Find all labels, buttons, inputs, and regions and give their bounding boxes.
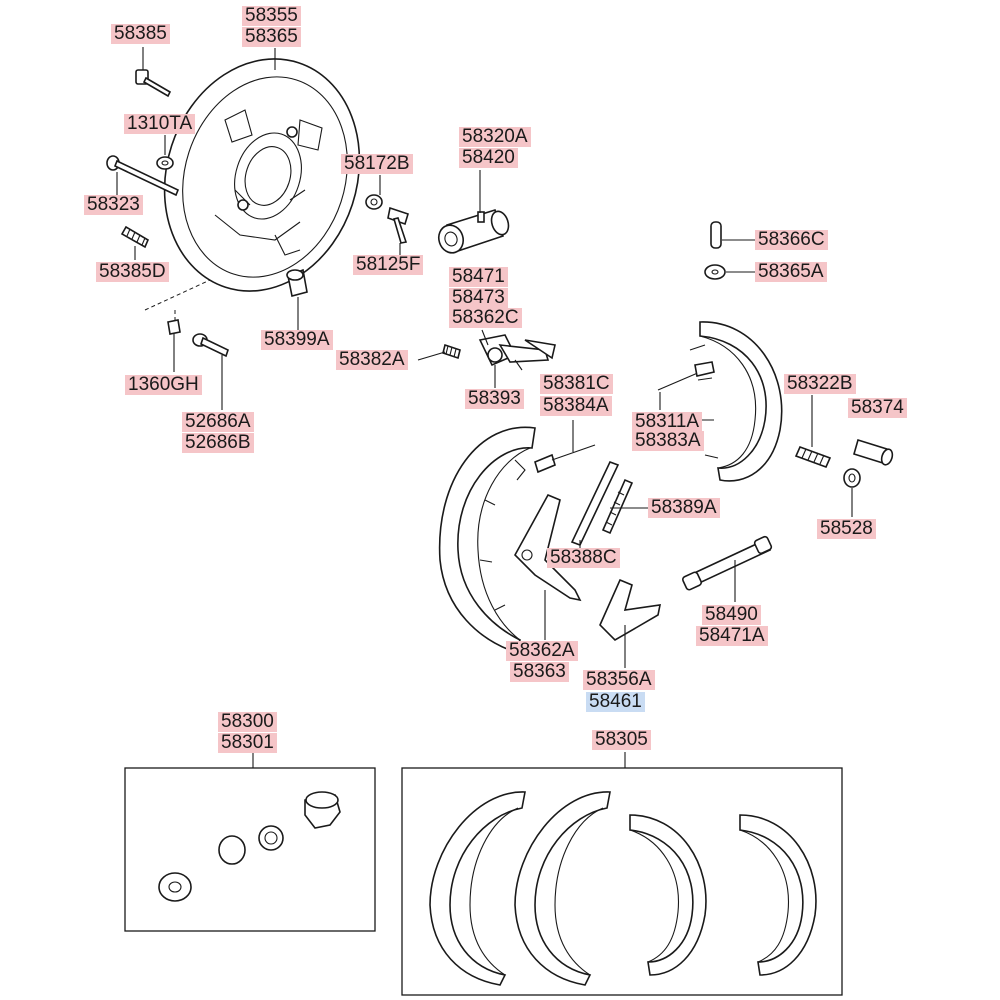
callout-52686A[interactable]: 52686A — [182, 412, 254, 432]
callout-58384A[interactable]: 58384A — [540, 396, 612, 416]
repair-kit-box — [124, 767, 376, 932]
callout-58362A[interactable]: 58362A — [506, 641, 578, 661]
callout-58300[interactable]: 58300 — [218, 712, 277, 732]
nut-1310TA — [156, 156, 174, 170]
callout-58363[interactable]: 58363 — [510, 662, 569, 682]
screw-1360GH — [167, 319, 181, 335]
shoe-kit-box — [401, 767, 843, 996]
callout-58356A[interactable]: 58356A — [583, 670, 655, 690]
grommet-58399A — [286, 268, 308, 297]
callout-58385D[interactable]: 58385D — [96, 262, 169, 282]
callout-58383A[interactable]: 58383A — [632, 431, 704, 451]
callout-58528[interactable]: 58528 — [817, 519, 876, 539]
callout-58172B[interactable]: 58172B — [341, 154, 413, 174]
spring-58322B — [794, 445, 832, 469]
callout-58320A[interactable]: 58320A — [459, 127, 531, 147]
backing-plate — [163, 58, 361, 292]
leader-lines — [116, 47, 853, 768]
callout-1310TA[interactable]: 1310TA — [124, 114, 196, 134]
callout-58471[interactable]: 58471 — [449, 267, 508, 287]
callout-58471A[interactable]: 58471A — [696, 626, 768, 646]
callout-58381C[interactable]: 58381C — [540, 374, 613, 394]
adjuster-58393 — [442, 334, 556, 371]
brake-shoe-left — [438, 426, 536, 654]
wheel-cylinder — [437, 208, 510, 254]
bolt-58172B — [365, 194, 383, 210]
callout-58305[interactable]: 58305 — [592, 730, 651, 750]
spring-58389A — [601, 478, 634, 535]
adjuster-58490 — [681, 535, 773, 591]
callout-58388C[interactable]: 58388C — [547, 548, 620, 568]
callout-58362C[interactable]: 58362C — [449, 308, 522, 328]
callout-58399A[interactable]: 58399A — [261, 330, 333, 350]
callout-58366C[interactable]: 58366C — [755, 230, 828, 250]
callout-58393[interactable]: 58393 — [465, 389, 524, 409]
parking-lever — [514, 493, 582, 602]
pin-58374 — [853, 438, 894, 466]
callout-58420[interactable]: 58420 — [459, 148, 518, 168]
callout-58311A[interactable]: 58311A — [632, 412, 703, 432]
callout-52686B[interactable]: 52686B — [182, 433, 254, 453]
callout-58374[interactable]: 58374 — [848, 398, 907, 418]
callout-58389A[interactable]: 58389A — [648, 498, 720, 518]
bolt-58385 — [135, 69, 172, 98]
callout-58365[interactable]: 58365 — [242, 27, 301, 47]
washer-58365A — [704, 264, 726, 280]
pin-58366C — [710, 221, 722, 249]
lever-58356A — [599, 578, 662, 642]
spring-58381C — [534, 444, 596, 474]
callout-58490[interactable]: 58490 — [702, 605, 761, 625]
callout-58385[interactable]: 58385 — [111, 24, 170, 44]
bolt-52686A — [192, 333, 229, 358]
spring-58311A — [657, 361, 715, 391]
brake-shoe-right — [689, 321, 783, 482]
strut-58388C — [570, 460, 620, 547]
callout-58125F[interactable]: 58125F — [353, 255, 424, 275]
callout-1360GH[interactable]: 1360GH — [125, 375, 202, 395]
spring-58385D — [120, 225, 150, 249]
bolt-58323 — [106, 155, 180, 197]
washer-58528 — [843, 468, 861, 488]
callout-58382A[interactable]: 58382A — [336, 350, 408, 370]
callout-58301[interactable]: 58301 — [218, 733, 277, 753]
callout-58473[interactable]: 58473 — [449, 288, 508, 308]
bolt-58125F — [387, 206, 409, 244]
callout-58323[interactable]: 58323 — [84, 195, 143, 215]
callout-58461[interactable]: 58461 — [586, 692, 645, 712]
callout-58355[interactable]: 58355 — [242, 6, 301, 26]
callout-58322B[interactable]: 58322B — [784, 374, 856, 394]
callout-58365A[interactable]: 58365A — [755, 262, 827, 282]
